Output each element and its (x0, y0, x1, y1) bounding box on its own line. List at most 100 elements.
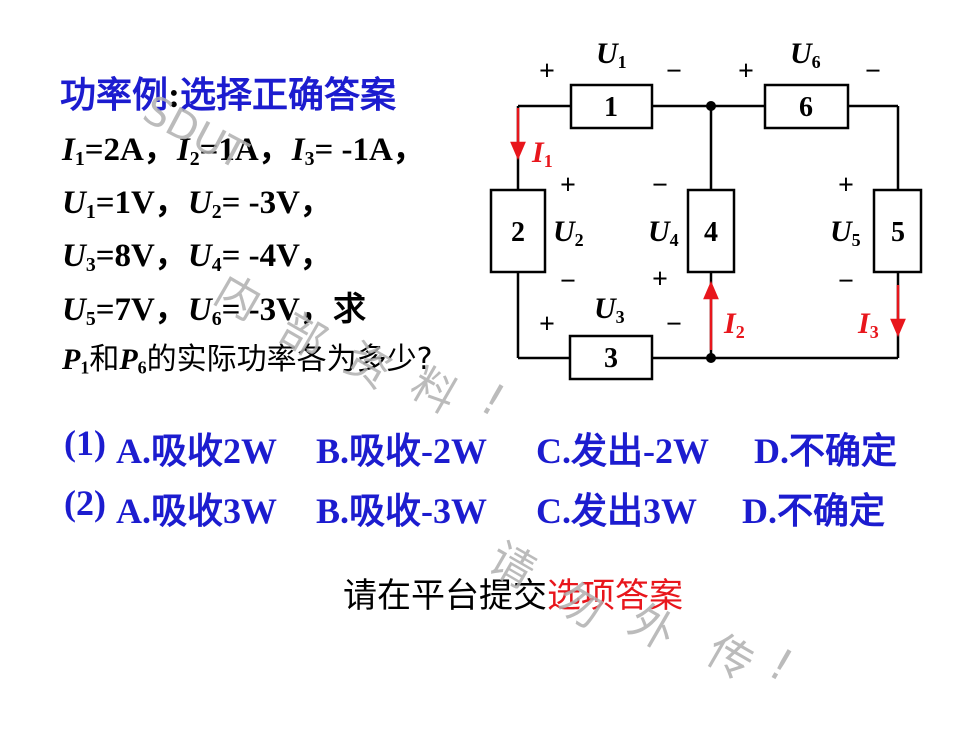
i1-label: I1 (531, 136, 553, 171)
sub-1: 1 (80, 357, 90, 378)
element-1-box (569, 83, 654, 130)
symbol-p: P (119, 343, 138, 376)
submit-instruction: 请在平台提交选项答案 (343, 568, 683, 617)
sub-1: 1 (85, 200, 96, 223)
sub-6: 6 (211, 307, 222, 330)
current-i2-arrowhead (703, 280, 719, 300)
current-i3-arrowhead (890, 318, 906, 338)
value-i3: = -1A， (314, 132, 426, 168)
u5-plus: + (838, 170, 854, 201)
value-u6: = -3V， (221, 292, 333, 328)
i2-label: I2 (723, 307, 745, 342)
element-4-box (686, 188, 736, 274)
symbol-u: U (62, 238, 86, 274)
symbol-i: I (291, 132, 305, 168)
value-i2: =1A， (199, 132, 292, 168)
question-line: P1和P6的实际功率各为多少? (62, 334, 433, 379)
value-u1: =1V， (95, 185, 188, 221)
value-i1: =2A， (84, 132, 177, 168)
ask-text: 求 (332, 292, 366, 328)
current-labels: I1 I2 I3 (531, 136, 879, 342)
element-5-box (872, 188, 923, 274)
q2-option-a[interactable]: A.吸收3W (116, 491, 277, 531)
value-u2: = -3V， (221, 185, 333, 221)
given-voltages-1: U1=1V，U2= -3V， (62, 175, 333, 224)
symbol-i: I (62, 132, 75, 168)
value-u3: =8V， (95, 238, 188, 274)
u1-minus: − (666, 56, 682, 87)
problem-title: 功率例:选择正确答案 (60, 66, 396, 118)
u2-minus: − (560, 266, 576, 297)
symbol-u: U (187, 238, 212, 274)
symbol-u: U (62, 185, 86, 221)
q1-label: (1) (64, 423, 106, 463)
junction-bottom (706, 353, 716, 363)
value-u4: = -4V， (221, 238, 333, 274)
element-2-box (489, 188, 547, 274)
title-suffix: 选择正确答案 (180, 75, 397, 115)
question-end: 的实际功率各为多少? (146, 342, 433, 377)
symbol-p: P (62, 343, 81, 376)
given-voltages-2: U3=8V，U4= -4V， (62, 228, 333, 277)
sub-2: 2 (189, 147, 200, 170)
u3-label: U3 (594, 292, 625, 327)
value-u5: =7V， (95, 292, 188, 328)
symbol-u: U (187, 292, 212, 328)
sub-4: 4 (211, 253, 222, 276)
u1-plus: + (539, 56, 555, 87)
sub-2: 2 (211, 200, 222, 223)
given-currents: I1=2A，I2=1A，I3= -1A， (62, 122, 426, 171)
sub-3: 3 (304, 147, 315, 170)
q1-option-a[interactable]: A.吸收2W (116, 431, 277, 471)
element-2-label: 2 (511, 217, 525, 248)
submit-highlight: 选项答案 (547, 576, 683, 616)
title-colon: : (168, 75, 181, 115)
q2-option-d[interactable]: D.不确定 (742, 491, 885, 531)
voltage-labels: U1 U6 U2 U4 U5 U3 (553, 37, 861, 327)
given-voltages-3: U5=7V，U6= -3V，求 (62, 282, 366, 331)
u4-minus: − (652, 170, 668, 201)
u6-minus: − (865, 56, 881, 87)
u4-label: U4 (648, 215, 679, 250)
u3-plus: + (539, 309, 555, 340)
u2-label: U2 (553, 215, 584, 250)
sub-5: 5 (85, 307, 96, 330)
u6-plus: + (738, 56, 754, 87)
element-1-label: 1 (604, 92, 618, 123)
current-i1-arrowhead (510, 141, 526, 161)
q1-option-b[interactable]: B.吸收-2W (316, 431, 488, 471)
element-4-label: 4 (704, 217, 718, 248)
current-arrows (510, 108, 906, 350)
junction-top (706, 101, 716, 111)
element-5-label: 5 (891, 217, 905, 248)
u4-plus: + (652, 264, 668, 295)
q2-option-b[interactable]: B.吸收-3W (316, 491, 488, 531)
question-mid: 和 (89, 342, 120, 377)
u3-minus: − (666, 309, 682, 340)
q1-option-d[interactable]: D.不确定 (754, 431, 897, 471)
element-6-label: 6 (799, 92, 813, 123)
u2-plus: + (560, 170, 576, 201)
sub-1: 1 (74, 147, 85, 170)
u6-label: U6 (790, 37, 821, 72)
polarity-signs: + − + − + − − + + − + − (539, 56, 881, 340)
sub-6: 6 (137, 357, 147, 378)
u5-label: U5 (830, 215, 861, 250)
i3-label: I3 (857, 307, 879, 342)
u5-minus: − (838, 266, 854, 297)
element-3-box (568, 334, 654, 381)
element-6-box (763, 83, 850, 130)
symbol-u: U (62, 292, 86, 328)
submit-prefix: 请在平台提交 (343, 576, 547, 616)
q2-label: (2) (64, 483, 106, 523)
sub-3: 3 (85, 253, 96, 276)
symbol-u: U (187, 185, 212, 221)
symbol-i: I (176, 132, 190, 168)
element-3-label: 3 (604, 343, 618, 374)
title-prefix: 功率例 (60, 75, 169, 115)
u1-label: U1 (596, 37, 627, 72)
q1-option-c[interactable]: C.发出-2W (536, 431, 709, 471)
element-boxes (489, 83, 923, 381)
q2-option-c[interactable]: C.发出3W (536, 491, 697, 531)
